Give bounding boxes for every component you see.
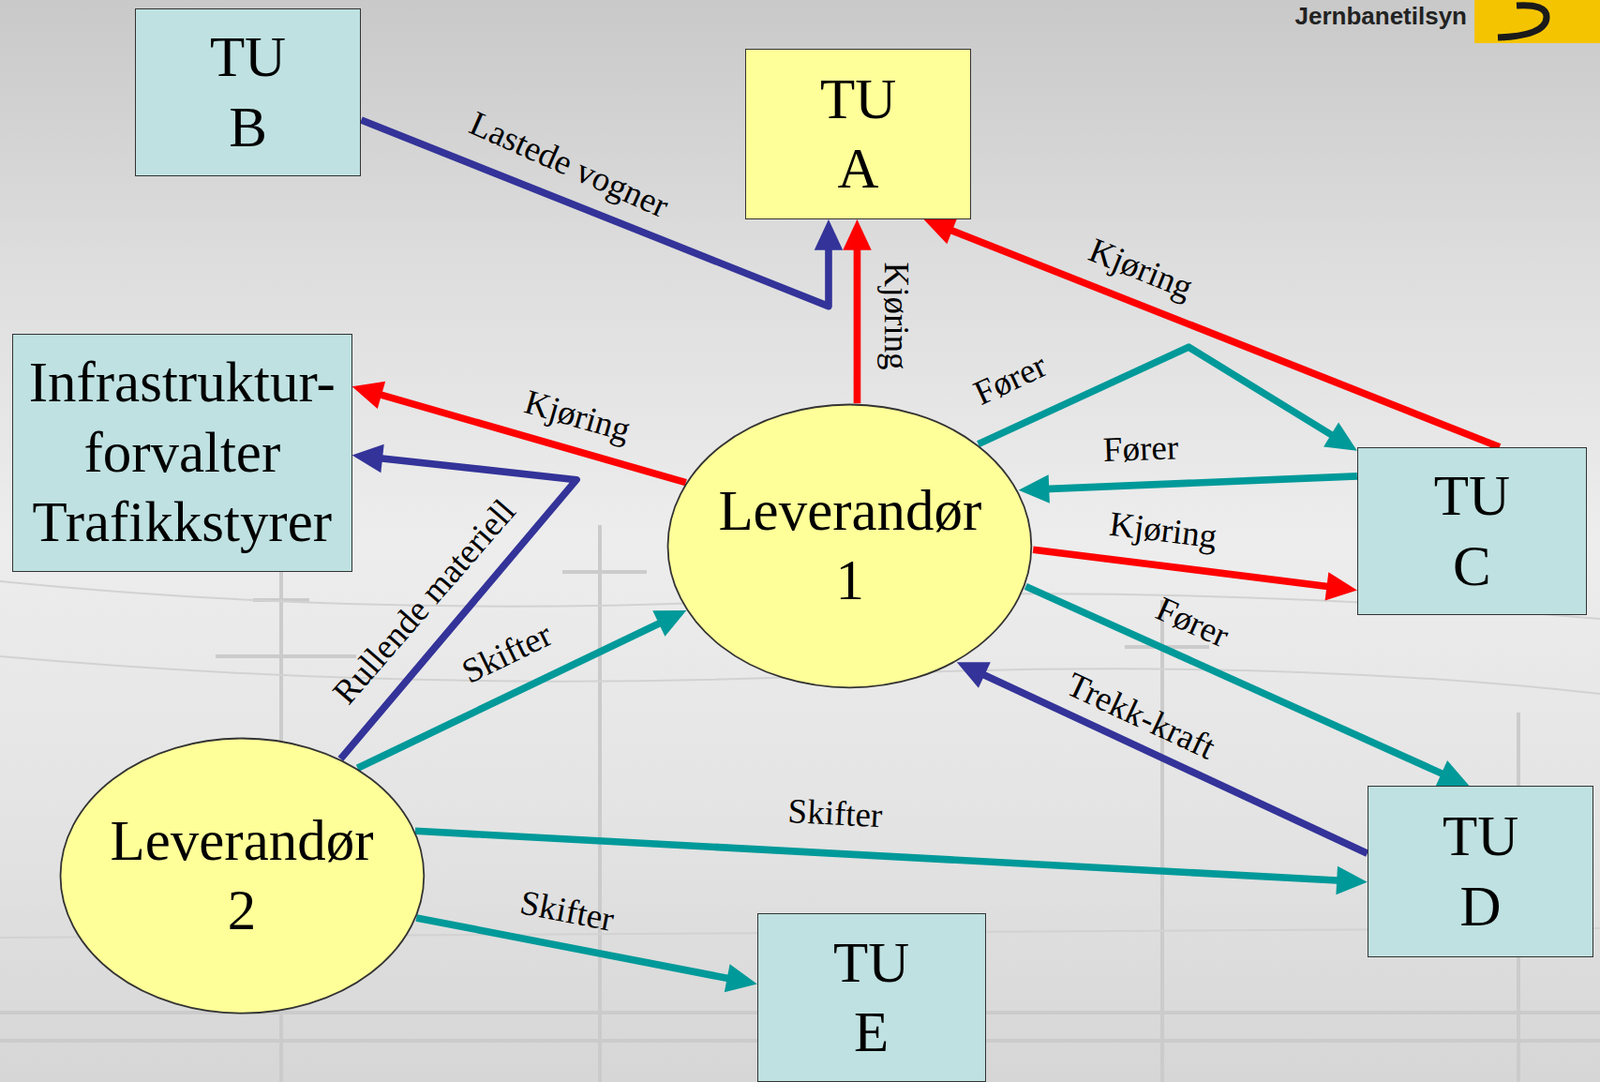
connector-line [340, 457, 577, 759]
supplier-ellipse: Leverandør 1 [666, 403, 1033, 689]
arrow-head [842, 219, 871, 251]
flow-arrow [352, 381, 687, 483]
flow-arrow [340, 444, 577, 760]
connector-line [1032, 549, 1331, 587]
logo-text: Jernbanetilsyn [1294, 1, 1467, 31]
arrow-head [1325, 571, 1358, 600]
edge-label: Fører [1150, 589, 1235, 656]
company-box: TU C [1357, 447, 1587, 616]
flow-arrow [1018, 474, 1358, 503]
flow-arrow [1025, 585, 1469, 786]
edge-label: Skifter [456, 614, 558, 691]
node-text-group: TU B [209, 22, 286, 163]
node-label: TU C [1434, 461, 1511, 601]
logo-swoosh [1497, 5, 1547, 38]
arrow-head [352, 381, 387, 409]
node-label: Leverandør 1 [717, 476, 982, 616]
node-text-group: TU E [833, 927, 910, 1068]
connector-line [947, 228, 1500, 448]
arrow-head [1018, 474, 1050, 503]
connector-line [980, 672, 1368, 853]
edge-label: Trekk-kraft [1061, 665, 1222, 767]
flow-arrow [924, 217, 1500, 448]
arrow-head [352, 444, 385, 473]
edge-label: Fører [1102, 428, 1180, 469]
flow-arrow [415, 830, 1368, 895]
connector-line [415, 830, 1342, 881]
connector-line [1044, 476, 1358, 490]
edge-label: Kjøring [876, 262, 915, 371]
node-text-group: Leverandør 1 [717, 476, 982, 616]
arrow-head [1435, 760, 1470, 787]
edge-label: Skifter [517, 883, 618, 940]
edge-label: Lastede vogner [463, 104, 674, 227]
node-label: TU A [820, 64, 897, 205]
arrow-head [1323, 422, 1358, 451]
company-box: TU E [757, 912, 987, 1082]
edge-label: Fører [968, 346, 1053, 414]
flow-arrow [957, 661, 1368, 853]
node-label: TU E [833, 927, 910, 1068]
infrastructure-box: Infrastruktur- forvalter Trafikkstyrer [12, 333, 353, 572]
node-label: Infrastruktur- forvalter Trafikkstyrer [29, 347, 336, 557]
node-text-group: Leverandør 2 [110, 806, 374, 946]
ellipse-shape [59, 738, 424, 1014]
node-label: TU B [209, 22, 286, 163]
arrow-head [1335, 866, 1367, 895]
node-text-group: TU A [820, 64, 897, 205]
arrow-head [924, 217, 958, 244]
arrow-head [957, 661, 991, 688]
edge-label: Kjøring [520, 383, 635, 450]
logo-square [1474, 0, 1600, 44]
arrow-head [652, 610, 687, 637]
company-box: TU A [745, 48, 972, 220]
ellipse-outline [59, 736, 426, 1015]
supplier-ellipse: Leverandør 2 [59, 736, 426, 1015]
node-label: Leverandør 2 [110, 806, 374, 946]
ellipse-outline [666, 403, 1033, 689]
flow-arrow [1032, 549, 1358, 600]
node-label: TU D [1442, 801, 1519, 942]
node-text-group: TU D [1442, 801, 1519, 942]
flow-arrow [842, 219, 871, 404]
edge-label: Kjøring [1106, 505, 1219, 556]
node-text-group: TU C [1434, 461, 1511, 601]
company-box: TU B [134, 8, 362, 178]
edge-label: Kjøring [1083, 231, 1198, 308]
ellipse-shape [668, 404, 1032, 688]
node-text-group: Infrastruktur- forvalter Trafikkstyrer [29, 347, 336, 557]
edge-label: Skifter [786, 792, 883, 836]
arrow-head [724, 963, 758, 992]
arrow-head [814, 219, 843, 251]
company-box: TU D [1367, 785, 1595, 958]
connector-line [853, 245, 862, 404]
